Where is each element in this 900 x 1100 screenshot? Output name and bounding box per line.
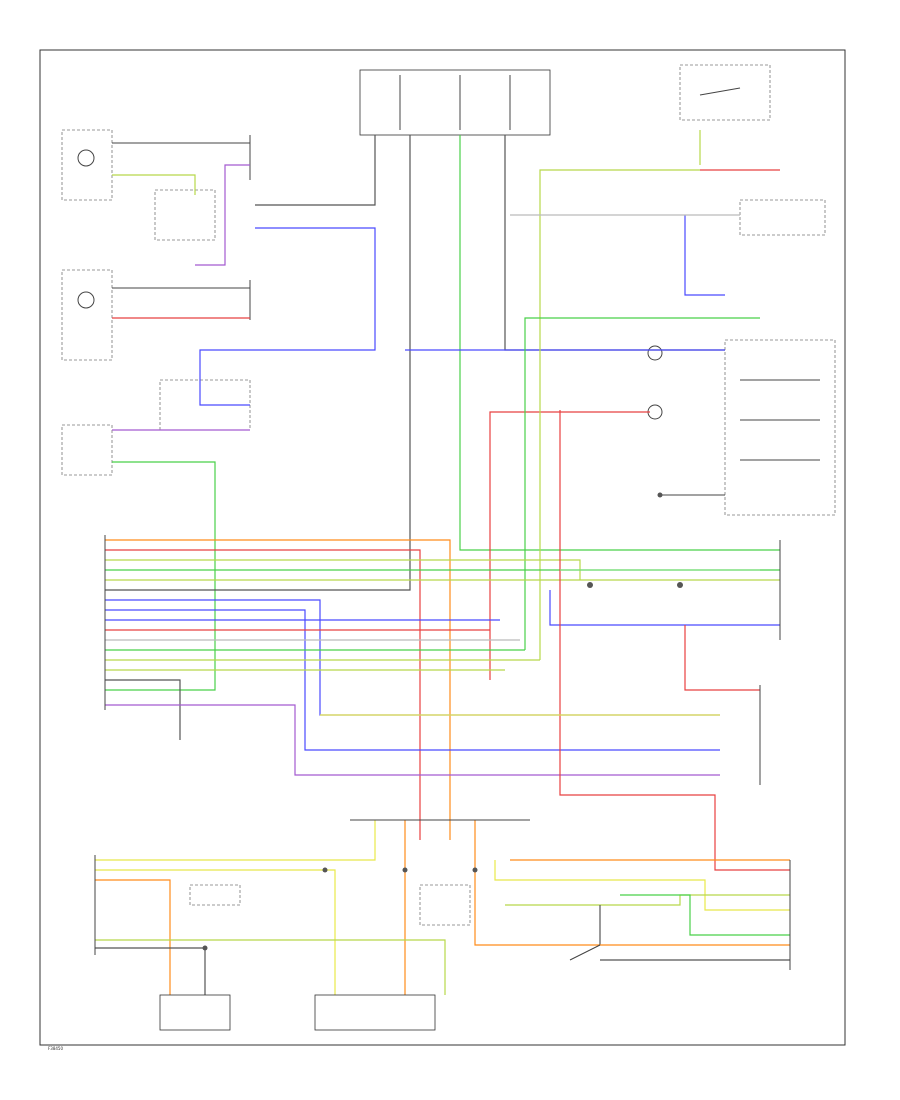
diode-box — [189, 884, 241, 906]
wire-yg-2 — [105, 559, 581, 580]
wire-yellow-3 — [95, 869, 336, 995]
component-box-2 — [61, 269, 113, 361]
wire-gray-3 — [105, 679, 181, 740]
wire-yellow-4 — [494, 860, 790, 911]
junction-3 — [472, 867, 478, 873]
switch-box-top-right — [679, 64, 771, 121]
switch-contact-1 — [699, 87, 741, 96]
junction-1 — [202, 945, 208, 951]
relay-box-1 — [154, 189, 216, 241]
wire-violet-1 — [195, 164, 250, 266]
switch-contact-lower — [569, 944, 601, 961]
wire-blue-1 — [199, 227, 376, 406]
wire-gray-main — [105, 135, 411, 591]
relay-box-bottom-center — [314, 994, 436, 1031]
relay-box-bottom-left — [159, 994, 231, 1031]
diagram-border — [39, 49, 846, 1046]
fuse-block-top — [359, 69, 551, 136]
wire-green-right — [524, 317, 760, 650]
wire-yg-6 — [95, 939, 446, 995]
wire-yg-top — [539, 169, 700, 660]
wire-green-4 — [620, 894, 790, 936]
connector-symbols — [94, 492, 791, 1031]
wire-orange-1 — [105, 539, 451, 840]
wire-yg-1 — [112, 174, 196, 195]
footer-code: F38450 — [48, 1046, 63, 1051]
sensor-symbol-1 — [77, 149, 95, 167]
fuse-block-outline — [359, 69, 551, 136]
wires — [95, 130, 790, 995]
lamp-symbol-2 — [647, 404, 663, 420]
ground-point-1 — [587, 582, 593, 588]
wire-violet-3 — [105, 704, 720, 776]
control-unit-right — [724, 339, 836, 516]
component-box-1 — [61, 129, 113, 201]
wire-blue-3 — [105, 609, 720, 751]
switch-box-center — [419, 884, 471, 926]
wire-red-2 — [105, 549, 421, 840]
wire-green-fuse — [459, 135, 780, 551]
lamp-symbol-1 — [647, 345, 663, 361]
right-upper-components — [647, 64, 836, 516]
wire-orange-4 — [474, 820, 600, 946]
ground-point-2 — [677, 582, 683, 588]
wire-yellow-2 — [95, 820, 376, 861]
wire-green-1 — [105, 461, 216, 691]
wire-gray-fuse — [255, 135, 376, 206]
wire-orange-2 — [95, 879, 171, 995]
wire-red-lamp — [489, 411, 650, 680]
component-box-3 — [61, 424, 113, 476]
junction-5 — [657, 492, 663, 498]
wire-yg-7 — [505, 894, 790, 906]
wire-gray-4 — [95, 947, 206, 995]
wire-blue-right — [684, 215, 725, 296]
sensor-box-right — [739, 199, 826, 236]
wire-blue-right-2 — [549, 590, 780, 626]
wire-red-long — [559, 410, 790, 871]
junction-4 — [322, 867, 328, 873]
left-upper-components — [61, 129, 251, 476]
junction-2 — [402, 867, 408, 873]
wire-blue-2 — [105, 599, 720, 716]
sensor-symbol-2 — [77, 291, 95, 309]
wire-red-right — [684, 625, 760, 691]
